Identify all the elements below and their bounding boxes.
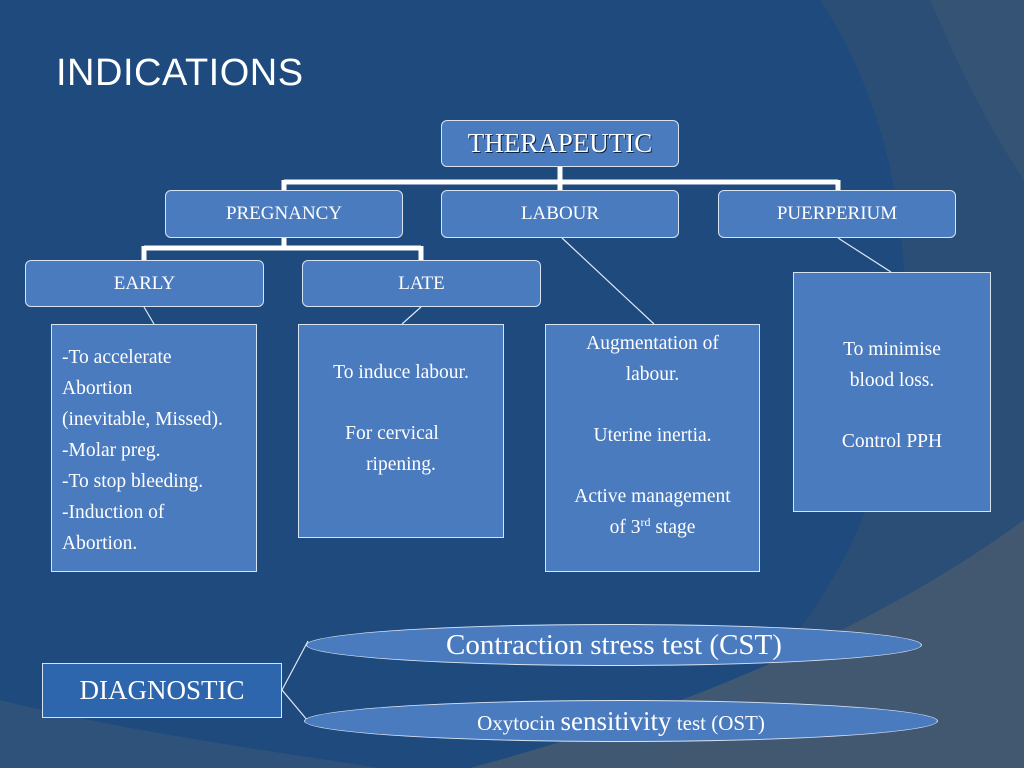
labour-indication-line: Active management — [574, 486, 731, 507]
labour-indication-line: Uterine inertia. — [593, 425, 712, 446]
labour-indication-line: labour. — [625, 364, 680, 385]
diagnostic-bracket-connector — [281, 640, 309, 722]
puerperium-indication-line: To minimise — [843, 339, 941, 360]
therapeutic-node: THERAPEUTIC — [441, 120, 679, 167]
puerperium-indications-box: To minimise blood loss. Control PPH — [793, 272, 991, 512]
diagnostic-label: DIAGNOSTIC — [79, 675, 245, 705]
cst-label: Contraction stress test (CST) — [446, 628, 782, 661]
ost-label-part2: sensitivity — [560, 705, 672, 736]
early-indication-line: -Molar preg. — [62, 440, 161, 461]
puerperium-label: PUERPERIUM — [776, 203, 898, 224]
early-detail-connector — [143, 306, 155, 325]
labour-detail-connector — [561, 237, 655, 325]
background-wave-bottom — [470, 520, 1024, 768]
puerperium-detail-connector — [837, 237, 892, 273]
late-detail-connector — [401, 306, 422, 325]
third-stage-suffix: stage — [650, 517, 696, 538]
cst-oval: Contraction stress test (CST) — [306, 624, 922, 666]
third-stage-prefix: of 3 — [609, 517, 641, 538]
puerperium-indication-line: blood loss. — [849, 370, 935, 391]
late-node: LATE — [302, 260, 541, 307]
ost-label: Oxytocin sensitivity test (OST) — [477, 706, 765, 737]
ost-label-part1: Oxytocin — [477, 710, 561, 735]
labour-node: LABOUR — [441, 190, 679, 238]
pregnancy-node: PREGNANCY — [165, 190, 403, 238]
early-indication-line: Abortion — [62, 378, 133, 399]
late-indication-line: ripening. — [366, 454, 436, 475]
early-indication-line: -Induction of — [62, 502, 165, 523]
early-indications-box: -To accelerate Abortion (inevitable, Mis… — [51, 324, 257, 572]
background-wave-bottom-left — [0, 700, 380, 768]
therapeutic-label: THERAPEUTIC — [467, 128, 653, 158]
early-indication-line: Abortion. — [62, 533, 138, 554]
late-indication-line: To induce labour. — [333, 362, 469, 383]
slide-title: INDICATIONS — [56, 52, 304, 94]
early-indication-line: -To stop bleeding. — [62, 471, 204, 492]
late-indications-box: To induce labour. For cervical ripening. — [298, 324, 504, 538]
early-indication-line: -To accelerate — [62, 347, 172, 368]
late-label: LATE — [398, 272, 445, 294]
early-label: EARLY — [113, 272, 176, 294]
labour-indications-box: Augmentation of labour. Uterine inertia.… — [545, 324, 760, 572]
labour-label: LABOUR — [520, 203, 600, 224]
diagnostic-node: DIAGNOSTIC — [42, 663, 282, 718]
puerperium-node: PUERPERIUM — [718, 190, 956, 238]
background-corner-shade — [930, 0, 1024, 180]
labour-indication-line: of 3rd stage — [546, 512, 759, 543]
late-indication-line: For cervical — [345, 423, 439, 444]
labour-indication-line: Augmentation of — [586, 333, 719, 354]
ost-label-part3: test (OST) — [671, 710, 765, 735]
puerperium-indication-line: Control PPH — [841, 431, 943, 452]
ost-oval: Oxytocin sensitivity test (OST) — [304, 700, 938, 742]
pregnancy-label: PREGNANCY — [225, 203, 343, 224]
early-node: EARLY — [25, 260, 264, 307]
early-indication-line: (inevitable, Missed). — [62, 409, 223, 430]
third-stage-superscript: rd — [640, 515, 651, 529]
